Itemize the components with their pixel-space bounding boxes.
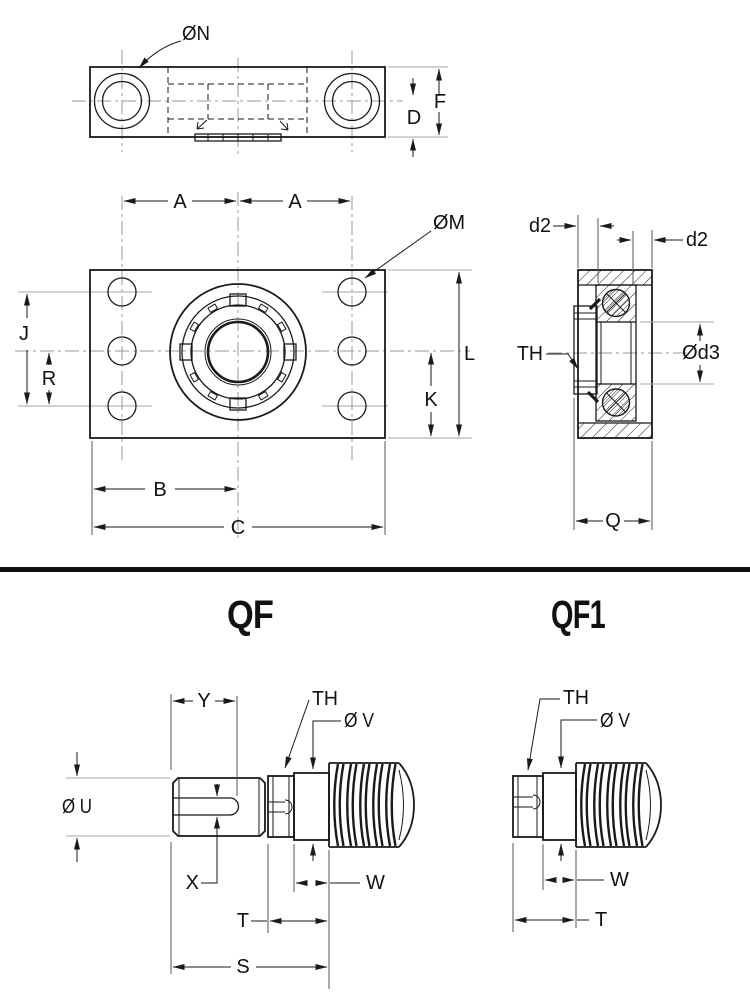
leader-dia-v-qf (310, 720, 341, 770)
label-dim-a-right: A (288, 191, 302, 213)
label-dim-l: L (464, 343, 475, 365)
front-view-plate (89, 269, 386, 439)
label-th-side: TH (517, 343, 543, 365)
qf-collar (267, 775, 295, 838)
label-dim-t-qf: T (237, 910, 249, 932)
bearing-front (169, 283, 307, 421)
locknut-section (573, 297, 602, 404)
section-title-qf1: QF1 (551, 593, 606, 637)
leader-dia-m (364, 230, 432, 279)
top-view: ØN F D (72, 23, 448, 157)
qf1-section-drawing: TH Ø V W T (512, 687, 662, 932)
locknut-ticks (189, 303, 287, 401)
housing-section (577, 269, 653, 439)
leader-dim-x (201, 816, 220, 884)
section-arrow-icon (196, 119, 289, 131)
label-dim-q: Q (605, 510, 621, 532)
qf1-threads (575, 762, 662, 848)
label-dim-f: F (434, 91, 446, 113)
label-dim-a-left: A (173, 191, 187, 213)
label-dim-x: X (186, 872, 199, 894)
qf-shaft (172, 777, 266, 837)
leader-dia-v-qf1 (558, 719, 597, 769)
label-dim-d2-right: d2 (686, 229, 708, 251)
bearing-section-top (595, 284, 637, 323)
label-dim-k: K (424, 389, 438, 411)
label-dim-d2-left: d2 (529, 215, 551, 237)
label-dia-v-qf: Ø V (344, 710, 375, 732)
label-dim-d: D (407, 107, 421, 129)
leader-th-qf1 (526, 698, 560, 771)
label-dia-v-qf1: Ø V (600, 710, 631, 732)
qf-smooth-section (293, 772, 330, 841)
label-dia-n: ØN (182, 23, 210, 45)
label-dim-s: S (236, 956, 249, 978)
label-dim-r: R (42, 368, 56, 390)
section-divider (0, 567, 750, 572)
mounting-holes (107, 277, 367, 421)
label-dim-t-qf1: T (595, 909, 607, 931)
label-dim-b: B (153, 479, 166, 501)
label-dim-c: C (231, 517, 245, 539)
front-view: A A ØM J R L K B C (15, 191, 475, 540)
label-th-qf1: TH (563, 687, 589, 709)
top-view-tab (194, 133, 282, 142)
label-dia-u: Ø U (62, 796, 92, 818)
label-dia-m: ØM (433, 212, 465, 234)
label-th-qf: TH (312, 688, 338, 710)
label-dim-w-qf: W (366, 872, 385, 894)
leader-dia-n (138, 40, 182, 69)
label-dim-w-qf1: W (610, 869, 629, 891)
side-view: d2 d2 TH Ød3 Q (517, 215, 720, 532)
leader-th-side (546, 353, 579, 370)
qf1-smooth-section (542, 772, 577, 841)
label-dia-d3: Ød3 (682, 342, 720, 364)
label-dim-y: Y (197, 690, 210, 712)
label-dim-j: J (19, 323, 29, 345)
section-title-qf: QF (227, 593, 273, 637)
bearing-section-bottom (595, 383, 637, 422)
leader-th-qf (284, 699, 310, 769)
qf-section-drawing: Y TH Ø V Ø U X W T S (62, 688, 415, 989)
qf-threads (328, 762, 415, 848)
